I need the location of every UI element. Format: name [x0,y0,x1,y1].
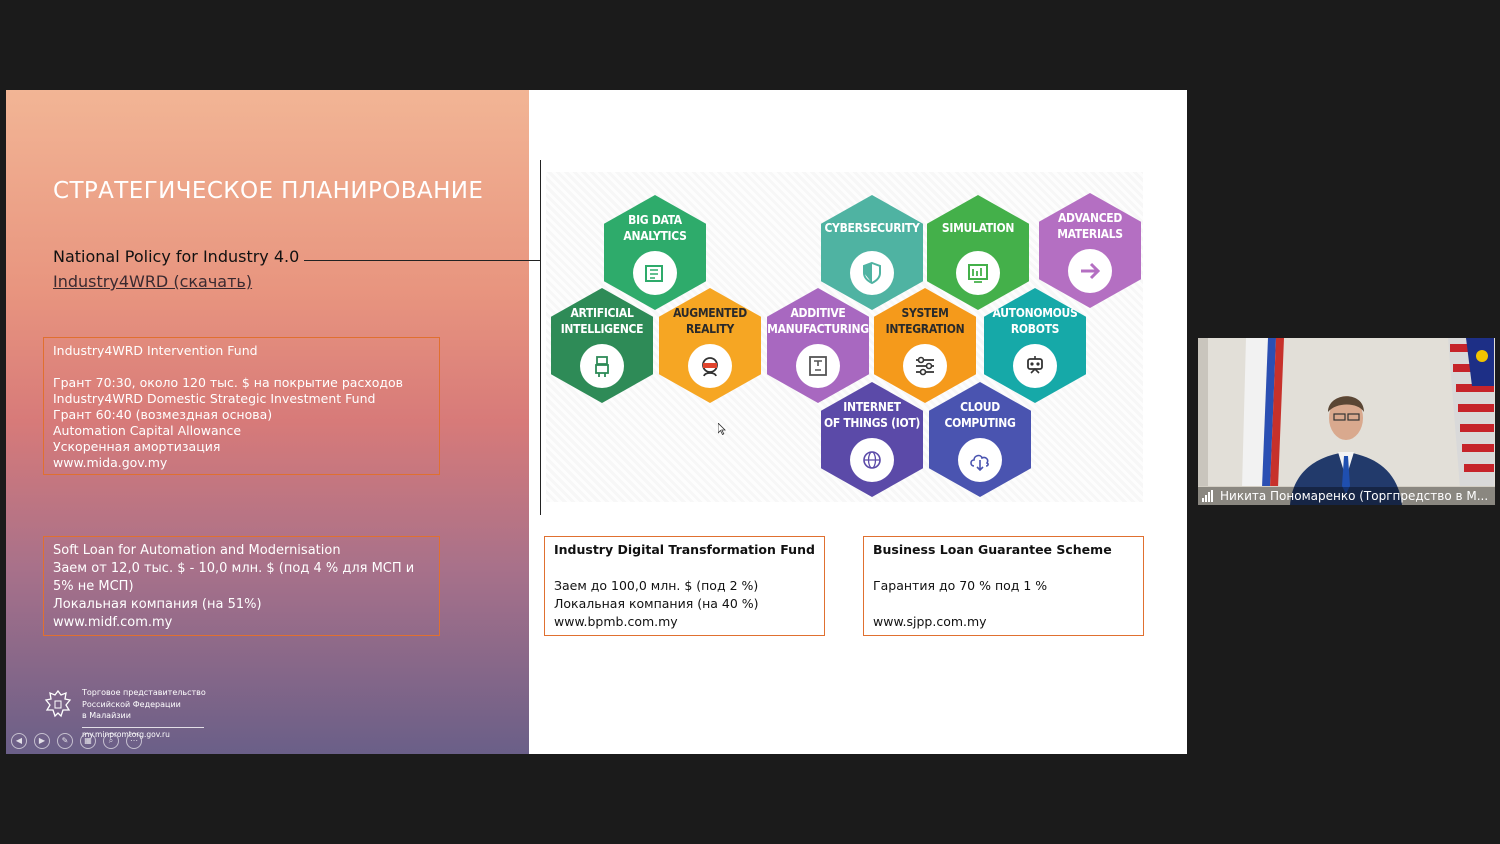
sliders-icon [903,344,947,388]
left-panel: СТРАТЕГИЧЕСКОЕ ПЛАНИРОВАНИЕ National Pol… [6,90,529,754]
box-line: Локальная компания (на 51%) [53,597,262,612]
signal-strength-icon [1202,490,1213,502]
cloud-download-icon [958,438,1002,482]
arrow-right-icon [1068,249,1112,293]
org-name: Торговое представительство Российской Фе… [82,688,206,720]
box-line: Локальная компания (на 40 %) [554,596,759,611]
zoom-icon[interactable]: ⌕ [103,733,119,749]
simulation-icon [956,251,1000,295]
org-url: my.minpromtorg.gov.ru [82,730,170,739]
box-line: Заем от 12,0 тыс. $ - 10,0 млн. $ (под 4… [53,561,415,594]
box-line: Гарантия до 70 % под 1 % [873,578,1048,593]
previous-slide-icon[interactable]: ◀ [11,733,27,749]
slide-title: СТРАТЕГИЧЕСКОЕ ПЛАНИРОВАНИЕ [53,178,484,204]
participant-name: Никита Пономаренко (Торгпредство в М... [1220,489,1489,503]
box-line: Грант 60:40 (возмездная основа) [53,407,273,422]
russian-emblem-icon [44,689,72,718]
folder-icon [633,251,677,295]
name-bar [1198,487,1495,505]
3d-printer-icon [796,344,840,388]
robot-icon [580,344,624,388]
box-line: Soft Loan for Automation and Modernisati… [53,543,341,558]
box-line: www.midf.com.my [53,615,173,630]
presentation-slide: СТРАТЕГИЧЕСКОЕ ПЛАНИРОВАНИЕ National Pol… [6,90,1187,754]
box-line: Industry4WRD Intervention Fund [53,343,258,358]
vr-headset-icon [688,344,732,388]
soft-loan-box: Soft Loan for Automation and Modernisati… [43,536,440,636]
intervention-fund-box: Industry4WRD Intervention Fund Грант 70:… [43,337,440,475]
divider [82,727,204,728]
policy-name: National Policy for Industry 4.0 [53,247,300,266]
download-link[interactable]: Industry4WRD (скачать) [53,272,253,291]
box-line: Заем до 100,0 млн. $ (под 2 %) [554,578,759,593]
hex-simulation: SIMULATION [927,195,1029,310]
participant-video[interactable]: Никита Пономаренко (Торгпредство в М... [1198,338,1495,505]
participant-video-feed [1198,338,1495,505]
pen-icon[interactable]: ✎ [57,733,73,749]
hex-cybersecurity: CYBERSECURITY [821,195,923,310]
slideshow-controls: ◀ ▶ ✎ ▦ ⌕ ⋯ [11,733,142,749]
box-line: Ускоренная амортизация [53,439,221,454]
mouse-cursor-icon [718,423,726,435]
loan-guarantee-box: Business Loan Guarantee Scheme Гарантия … [863,536,1144,636]
box-line: Грант 70:30, около 120 тыс. $ на покрыти… [53,375,404,390]
slides-grid-icon[interactable]: ▦ [80,733,96,749]
more-options-icon[interactable]: ⋯ [126,733,142,749]
box-line: www.mida.gov.my [53,455,168,470]
globe-network-icon [850,438,894,482]
vertical-divider [540,160,541,515]
next-slide-icon[interactable]: ▶ [34,733,50,749]
box-line: www.sjpp.com.my [873,614,987,629]
robot-head-icon [1013,344,1057,388]
connector-line [304,260,540,261]
box-line: www.bpmb.com.my [554,614,678,629]
box-line: Automation Capital Allowance [53,423,242,438]
digital-transformation-fund-box: Industry Digital Transformation Fund Зае… [544,536,825,636]
shield-icon [850,251,894,295]
box-heading: Industry Digital Transformation Fund [554,542,815,557]
box-heading: Business Loan Guarantee Scheme [873,542,1112,557]
box-line: Industry4WRD Domestic Strategic Investme… [53,391,376,406]
